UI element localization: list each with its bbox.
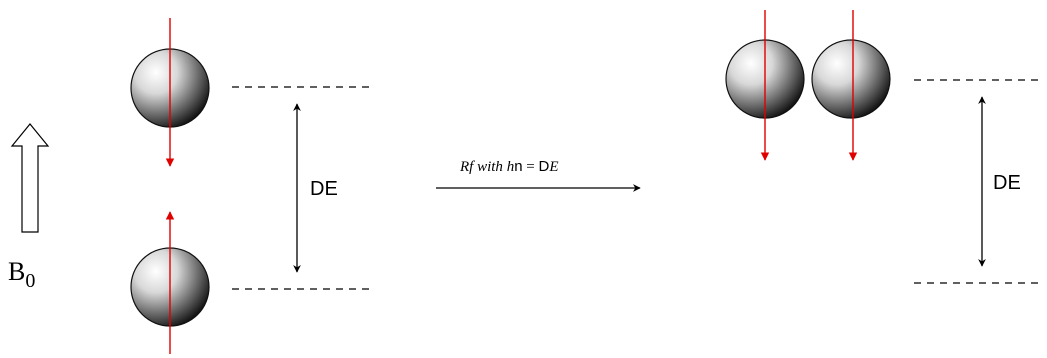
transition-label: Rf with hn = DE xyxy=(459,158,559,175)
energy-gap-label: DE xyxy=(993,172,1021,194)
magnetic-field-arrow-icon xyxy=(10,123,50,233)
right-spin-2 xyxy=(811,10,891,161)
left-upper-spin xyxy=(130,18,210,167)
nucleus-ball xyxy=(811,39,891,119)
right-spin-1 xyxy=(725,10,805,161)
field-label: B0 xyxy=(8,257,35,292)
left-lower-spin xyxy=(130,211,210,354)
energy-gap-label: DE xyxy=(310,178,338,200)
